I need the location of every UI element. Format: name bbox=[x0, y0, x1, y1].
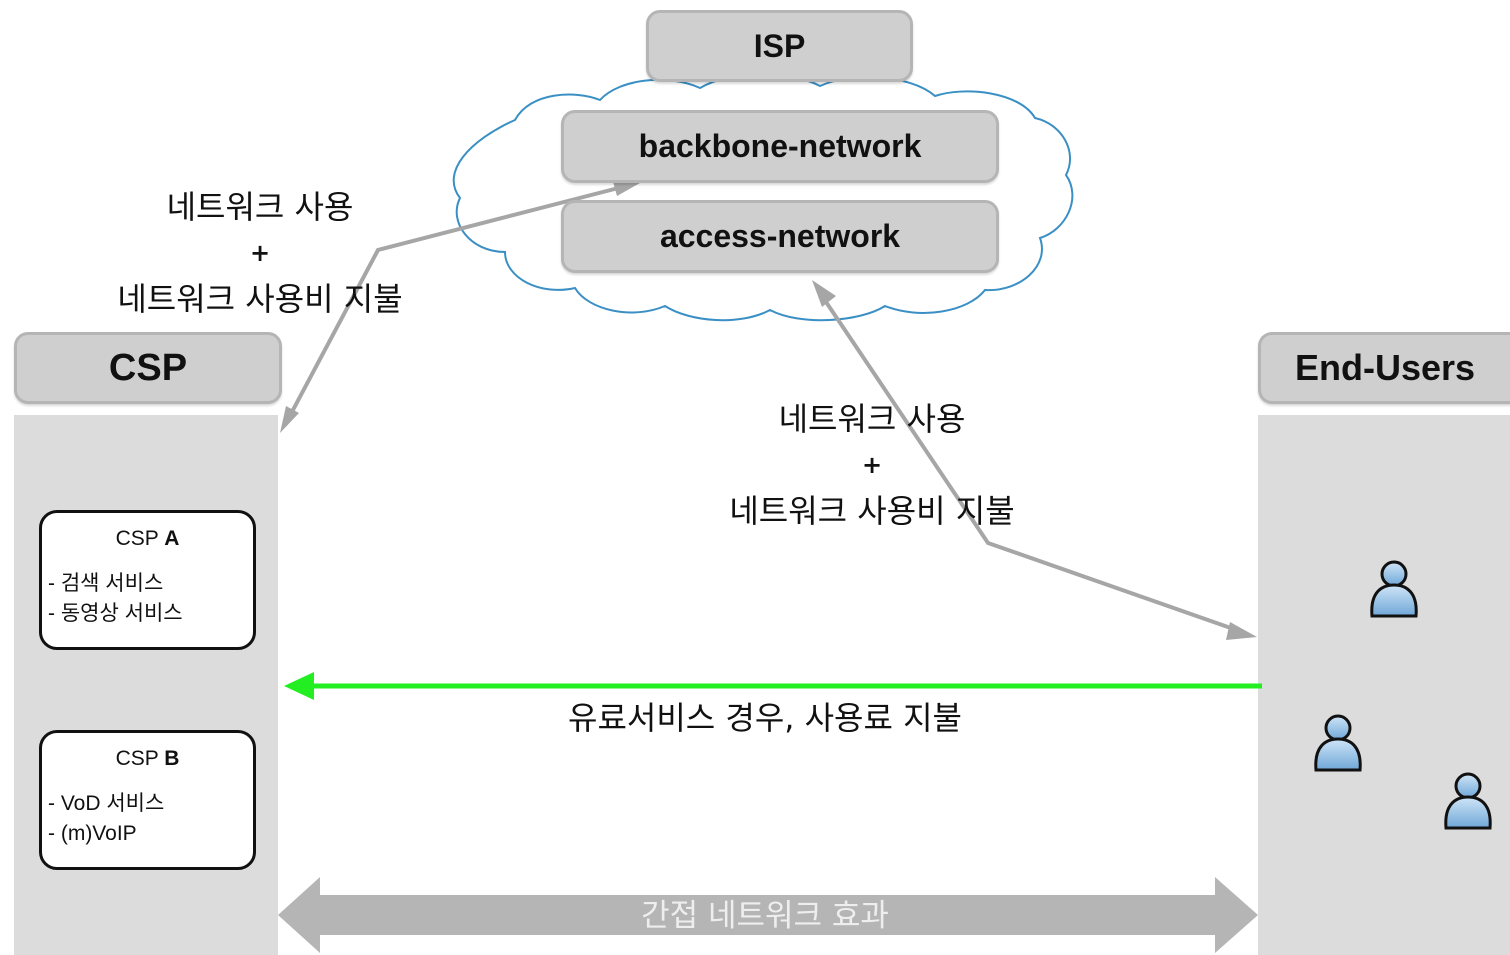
user-icon bbox=[1370, 560, 1418, 618]
end-users-header: End-Users bbox=[1258, 332, 1510, 404]
csp-a-title: CSP A bbox=[115, 527, 180, 550]
end-users-title: End-Users bbox=[1295, 347, 1476, 388]
csp-header: CSP bbox=[14, 332, 282, 404]
user-icon bbox=[1314, 714, 1362, 772]
note-line: 네트워크 사용비 지불 bbox=[117, 280, 403, 318]
csp-b-title: CSP B bbox=[115, 747, 180, 770]
note-line: 네트워크 사용 bbox=[778, 400, 966, 438]
isp-box: ISP bbox=[646, 10, 913, 82]
csp-b-services: - VoD 서비스 - (m)VoIP bbox=[42, 789, 253, 849]
user-icon bbox=[1444, 772, 1492, 830]
payment-label: 유료서비스 경우, 사용료 지불 bbox=[568, 699, 962, 737]
note-plus: + bbox=[249, 239, 271, 267]
csp-title: CSP bbox=[108, 346, 188, 389]
indirect-effect-arrow bbox=[278, 877, 1258, 953]
backbone-network-label: backbone-network bbox=[638, 128, 922, 164]
csp-b-card: CSP B - VoD 서비스 - (m)VoIP bbox=[39, 730, 256, 870]
csp-a-services: - 검색 서비스 - 동영상 서비스 bbox=[42, 569, 253, 629]
list-item: - VoD 서비스 bbox=[48, 792, 165, 815]
csp-network-note: 네트워크 사용 + 네트워크 사용비 지불 bbox=[80, 184, 440, 322]
list-item: - (m)VoIP bbox=[48, 822, 137, 845]
isp-title: ISP bbox=[753, 27, 806, 64]
list-item: - 검색 서비스 bbox=[48, 572, 164, 595]
list-item: - 동영상 서비스 bbox=[48, 602, 183, 625]
csp-a-card: CSP A - 검색 서비스 - 동영상 서비스 bbox=[39, 510, 256, 650]
user-network-note: 네트워크 사용 + 네트워크 사용비 지불 bbox=[692, 396, 1052, 534]
end-users-panel bbox=[1258, 415, 1510, 955]
note-line: 네트워크 사용비 지불 bbox=[729, 492, 1015, 530]
backbone-network-box: backbone-network bbox=[561, 110, 999, 183]
access-network-label: access-network bbox=[659, 218, 901, 254]
note-line: 네트워크 사용 bbox=[166, 188, 354, 226]
note-plus: + bbox=[861, 451, 883, 479]
indirect-effect-label: 간접 네트워크 효과 bbox=[641, 898, 889, 934]
access-network-box: access-network bbox=[561, 200, 999, 273]
access-endusers-arrow bbox=[812, 280, 1257, 640]
payment-arrow bbox=[284, 672, 1262, 700]
